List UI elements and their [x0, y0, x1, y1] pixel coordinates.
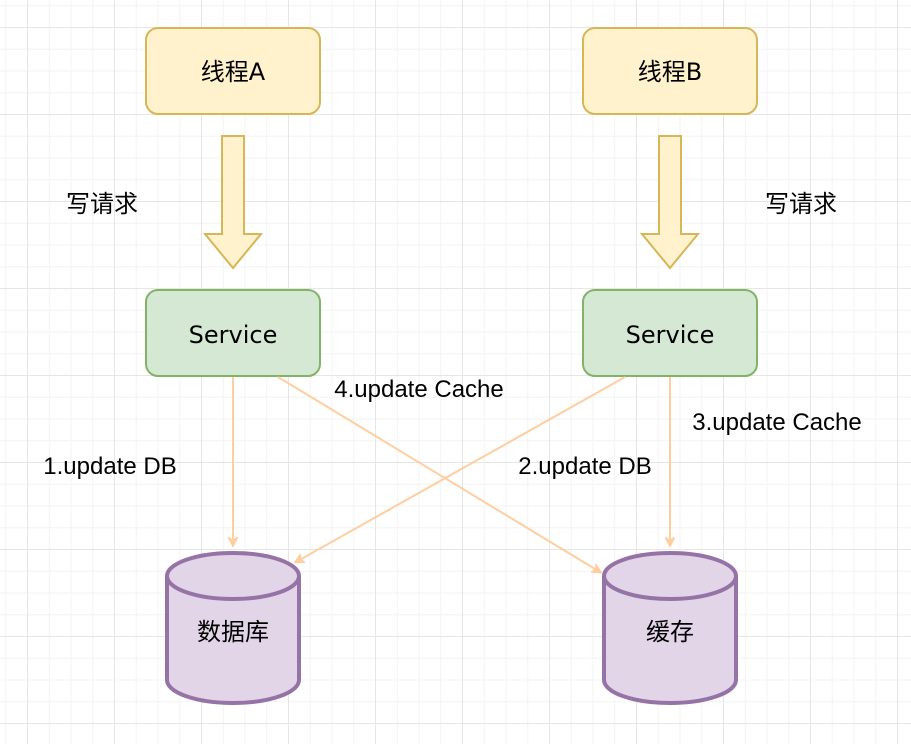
edge-4-update-cache[interactable]: [277, 376, 600, 572]
request-label-b: 写请求: [765, 190, 837, 218]
cache-label: 缓存: [646, 618, 694, 646]
edge-1-label: 1.update DB: [43, 453, 176, 480]
service-b-label: Service: [626, 321, 715, 349]
thread-a-label: 线程A: [201, 58, 266, 86]
edge-3-label: 3.update Cache: [692, 409, 861, 436]
service-a-node[interactable]: Service: [145, 289, 321, 377]
service-a-label: Service: [189, 321, 278, 349]
request-arrow-a: [202, 135, 264, 270]
thread-b-label: 线程B: [638, 58, 702, 86]
service-b-node[interactable]: Service: [582, 289, 758, 377]
edge-2-update-db[interactable]: [296, 376, 626, 562]
database-cylinder[interactable]: 数据库: [165, 551, 301, 705]
cache-cylinder[interactable]: 缓存: [602, 551, 738, 705]
thread-b-node[interactable]: 线程B: [582, 27, 758, 115]
thread-a-node[interactable]: 线程A: [145, 27, 321, 115]
database-label: 数据库: [197, 618, 269, 646]
request-label-a: 写请求: [66, 190, 138, 218]
edge-2-label: 2.update DB: [518, 453, 651, 480]
request-arrow-b: [639, 135, 701, 270]
edge-4-label: 4.update Cache: [334, 376, 503, 403]
